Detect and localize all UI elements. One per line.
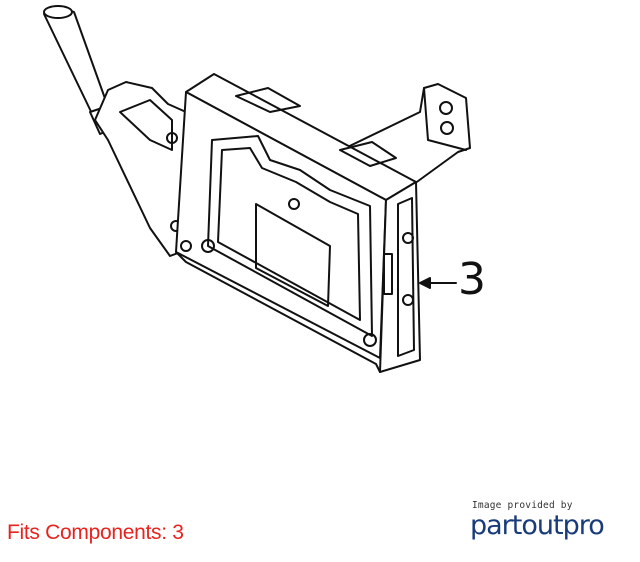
control-module: [175, 73, 421, 373]
callout-number: 3: [458, 254, 486, 305]
image-credit: Image provided by partoutpro: [470, 500, 630, 541]
fits-components-caption: Fits Components: 3: [7, 521, 184, 544]
brand-logo: partoutpro: [470, 510, 630, 541]
part-diagram: [43, 5, 471, 373]
credit-label: Image provided by: [472, 500, 573, 511]
brand-part-2: pro: [562, 510, 605, 541]
callout-arrow: [419, 277, 457, 289]
brand-part-1: partout: [470, 510, 564, 541]
left-bracket: [94, 81, 187, 257]
